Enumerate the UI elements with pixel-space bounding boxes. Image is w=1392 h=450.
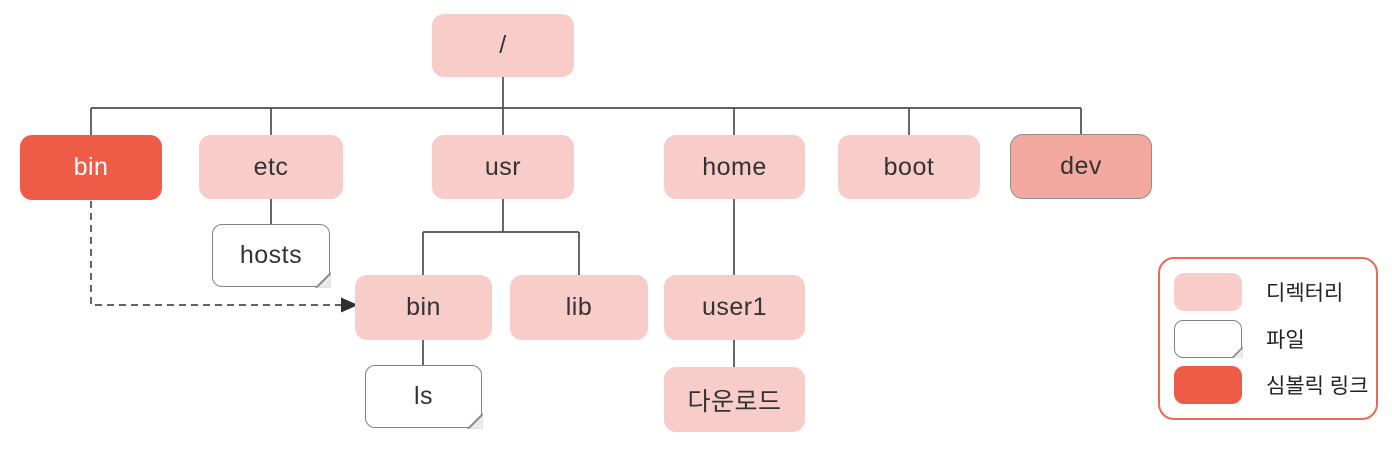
node-home-label: home <box>702 152 767 181</box>
legend-directory-label: 디렉터리 <box>1266 282 1344 305</box>
node-boot: boot <box>838 135 980 199</box>
node-usr-bin-label: bin <box>406 293 441 321</box>
node-usr-label: usr <box>484 152 522 181</box>
node-boot-label: boot <box>883 152 935 181</box>
legend-row-symlink: 심볼릭 링크 <box>1174 366 1368 404</box>
node-hosts-file: hosts <box>212 224 330 287</box>
node-etc-label: etc <box>253 152 289 181</box>
node-root: / <box>432 14 574 77</box>
node-user1-label: user1 <box>701 293 768 321</box>
symlink-swatch <box>1174 366 1242 404</box>
legend-box: 디렉터리 파일 심볼릭 링크 <box>1158 257 1378 420</box>
node-bin-symlink: bin <box>20 135 162 200</box>
legend-row-directory: 디렉터리 <box>1174 273 1362 311</box>
legend-file-label: 파일 <box>1266 328 1305 352</box>
node-user1: user1 <box>664 275 805 340</box>
node-usr: usr <box>432 135 574 199</box>
node-usr-lib-label: lib <box>565 293 593 321</box>
node-ls-label: ls <box>413 382 434 410</box>
node-downloads: 다운로드 <box>664 367 805 432</box>
node-dev: dev <box>1010 134 1152 199</box>
legend-symlink-label: 심볼릭 링크 <box>1266 375 1369 398</box>
directory-swatch <box>1174 273 1242 311</box>
legend-row-file: 파일 <box>1174 319 1362 358</box>
node-downloads-label: 다운로드 <box>687 387 782 416</box>
node-usr-lib: lib <box>510 275 648 340</box>
node-dev-label: dev <box>1060 152 1102 180</box>
node-bin-label: bin <box>73 153 109 181</box>
node-root-label: / <box>499 31 507 59</box>
node-hosts-label: hosts <box>239 241 303 269</box>
node-usr-bin: bin <box>355 275 492 340</box>
node-ls-file: ls <box>365 365 482 428</box>
node-home: home <box>664 135 805 199</box>
node-etc: etc <box>199 135 343 199</box>
file-swatch <box>1174 319 1242 358</box>
